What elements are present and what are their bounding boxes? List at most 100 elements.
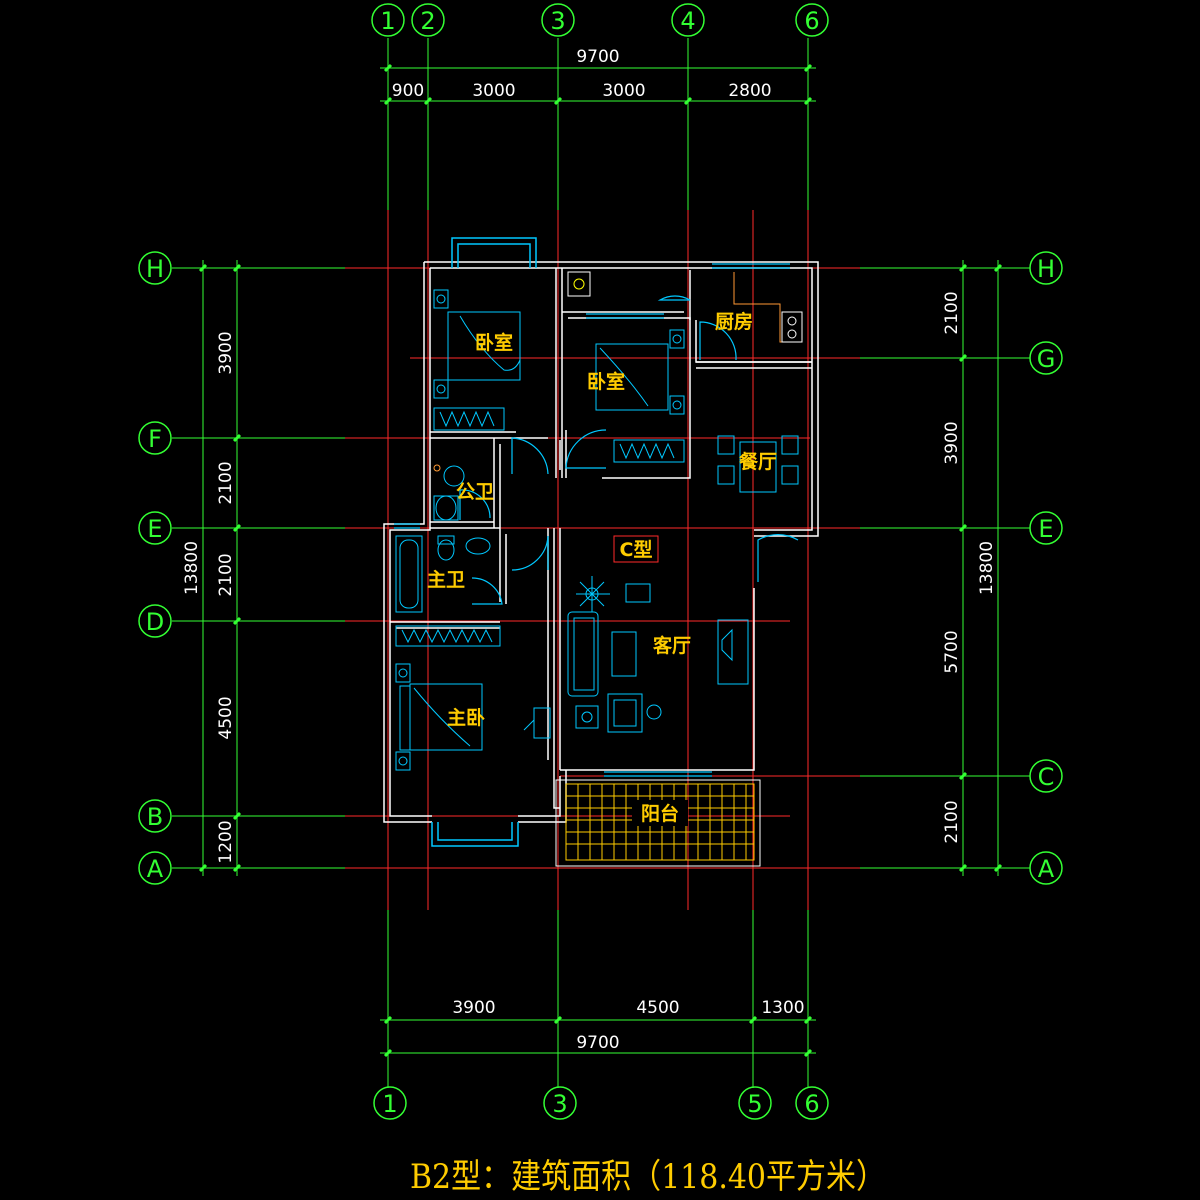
toilet-public xyxy=(443,465,465,487)
axis-label-right-g: G xyxy=(1037,345,1056,373)
axis-bubble-bottom-6 xyxy=(795,1086,829,1120)
bed-bedroom-2 xyxy=(595,343,669,411)
axis-bubble-top-4 xyxy=(671,3,705,37)
dim-right-2100-a: 2100 xyxy=(942,291,962,334)
axis-label-left-a: A xyxy=(147,855,164,883)
axis-label-top-1: 1 xyxy=(380,7,395,35)
axis-label-right-a: A xyxy=(1038,855,1055,883)
door-entrance xyxy=(757,534,799,582)
dim-top-3000-a: 3000 xyxy=(472,81,515,101)
dim-left-total: 13800 xyxy=(182,541,202,595)
axis-bubble-left-d xyxy=(138,604,172,638)
dim-top-total: 9700 xyxy=(576,47,619,67)
axis-label-bottom-6: 6 xyxy=(804,1090,819,1118)
dim-top-3000-b: 3000 xyxy=(602,81,645,101)
dim-left-1200: 1200 xyxy=(216,820,236,863)
axis-label-right-c: C xyxy=(1038,763,1055,791)
room-label-public-bath: 公卫 xyxy=(456,481,494,503)
furniture xyxy=(395,271,803,771)
wardrobe-bedroom-2 xyxy=(613,439,685,463)
axis-bubble-left-e xyxy=(138,511,172,545)
axis-bubble-top-2 xyxy=(411,3,445,37)
wardrobe-bedroom-1 xyxy=(433,407,505,431)
tv-cabinet xyxy=(717,619,749,685)
door-kitchen-top xyxy=(657,295,691,301)
dim-bottom-4500: 4500 xyxy=(636,998,679,1018)
walls xyxy=(383,237,819,847)
dim-left-2100-b: 2100 xyxy=(216,553,236,596)
bathtub xyxy=(395,535,423,613)
axis-bubble-left-h xyxy=(138,251,172,285)
room-label-balcony: 阳台 xyxy=(641,802,679,825)
dim-right-3900: 3900 xyxy=(942,421,962,464)
axis-label-left-d: D xyxy=(146,608,164,636)
dim-right-2100-b: 2100 xyxy=(942,800,962,843)
axis-bubble-bottom-5 xyxy=(738,1086,772,1120)
axis-bubble-labels: 1 2 3 4 6 1 3 5 6 H F E D B A H G E C A xyxy=(146,7,1056,1118)
armchair xyxy=(607,693,643,733)
axis-label-top-2: 2 xyxy=(420,7,435,35)
dim-bottom-1300: 1300 xyxy=(761,998,804,1018)
axis-bubbles xyxy=(138,3,1063,1120)
dim-bottom-total: 9700 xyxy=(576,1033,619,1053)
windows xyxy=(394,263,790,777)
room-label-bedroom-2: 卧室 xyxy=(587,370,625,393)
axis-label-left-b: B xyxy=(147,803,163,831)
sofa xyxy=(567,611,599,697)
room-label-master-bedroom: 主卧 xyxy=(447,707,485,729)
axis-bubble-left-f xyxy=(138,421,172,455)
room-labels: 卧室 卧室 厨房 餐厅 公卫 主卫 客厅 主卧 阳台 xyxy=(427,310,777,825)
room-label-living: 客厅 xyxy=(653,634,691,657)
doors xyxy=(459,295,799,605)
axis-bubble-top-1 xyxy=(371,3,405,37)
door-bedroom-2 xyxy=(565,429,607,469)
dim-left-4500: 4500 xyxy=(216,696,236,739)
door-public-bath xyxy=(459,489,491,520)
dim-bottom-3900: 3900 xyxy=(452,998,495,1018)
axis-label-top-4: 4 xyxy=(680,7,695,35)
axis-label-left-f: F xyxy=(148,425,162,453)
axis-bubble-top-3 xyxy=(541,3,575,37)
dim-top-900: 900 xyxy=(392,81,424,101)
axis-bubble-right-a xyxy=(1029,851,1063,885)
axis-bubble-bottom-1 xyxy=(373,1086,407,1120)
room-label-kitchen: 厨房 xyxy=(715,310,753,333)
dim-top-2800: 2800 xyxy=(728,81,771,101)
axis-bubble-left-a xyxy=(138,851,172,885)
wardrobe-master xyxy=(395,625,501,647)
axis-bubble-left-b xyxy=(138,799,172,833)
axis-label-bottom-5: 5 xyxy=(747,1090,762,1118)
dimension-lines xyxy=(172,38,1030,1088)
axis-bubble-right-h xyxy=(1029,251,1063,285)
dim-left-3900: 3900 xyxy=(216,331,236,374)
bed-bedroom-1 xyxy=(447,311,521,381)
room-label-bedroom-1: 卧室 xyxy=(475,331,513,354)
axis-bubble-right-c xyxy=(1029,759,1063,793)
dim-right-5700: 5700 xyxy=(942,630,962,673)
axis-label-top-3: 3 xyxy=(550,7,565,35)
axis-label-top-6: 6 xyxy=(804,7,819,35)
axis-bubble-bottom-3 xyxy=(543,1086,577,1120)
room-label-dining: 餐厅 xyxy=(739,450,777,473)
dim-left-2100-a: 2100 xyxy=(216,461,236,504)
coffee-table xyxy=(611,631,637,677)
type-label: C型 xyxy=(620,538,653,561)
axis-label-left-h: H xyxy=(146,255,164,283)
bay-window-bottom xyxy=(431,822,519,847)
dim-right-total: 13800 xyxy=(977,541,997,595)
axis-label-bottom-3: 3 xyxy=(552,1090,567,1118)
dimension-texts: 9700 900 3000 3000 2800 3900 4500 1300 9… xyxy=(182,47,997,1053)
axis-label-bottom-1: 1 xyxy=(382,1090,397,1118)
axis-label-right-e: E xyxy=(1038,515,1053,543)
door-living-left xyxy=(511,535,549,571)
door-master-bath xyxy=(471,577,503,605)
door-bedroom-1 xyxy=(511,437,549,475)
axis-bubble-top-6 xyxy=(795,3,829,37)
bay-window-top xyxy=(451,237,537,268)
type-label-box xyxy=(613,535,659,563)
dimension-ticks xyxy=(198,63,1003,1058)
room-label-master-bath: 主卫 xyxy=(427,569,465,591)
axis-label-left-e: E xyxy=(147,515,162,543)
